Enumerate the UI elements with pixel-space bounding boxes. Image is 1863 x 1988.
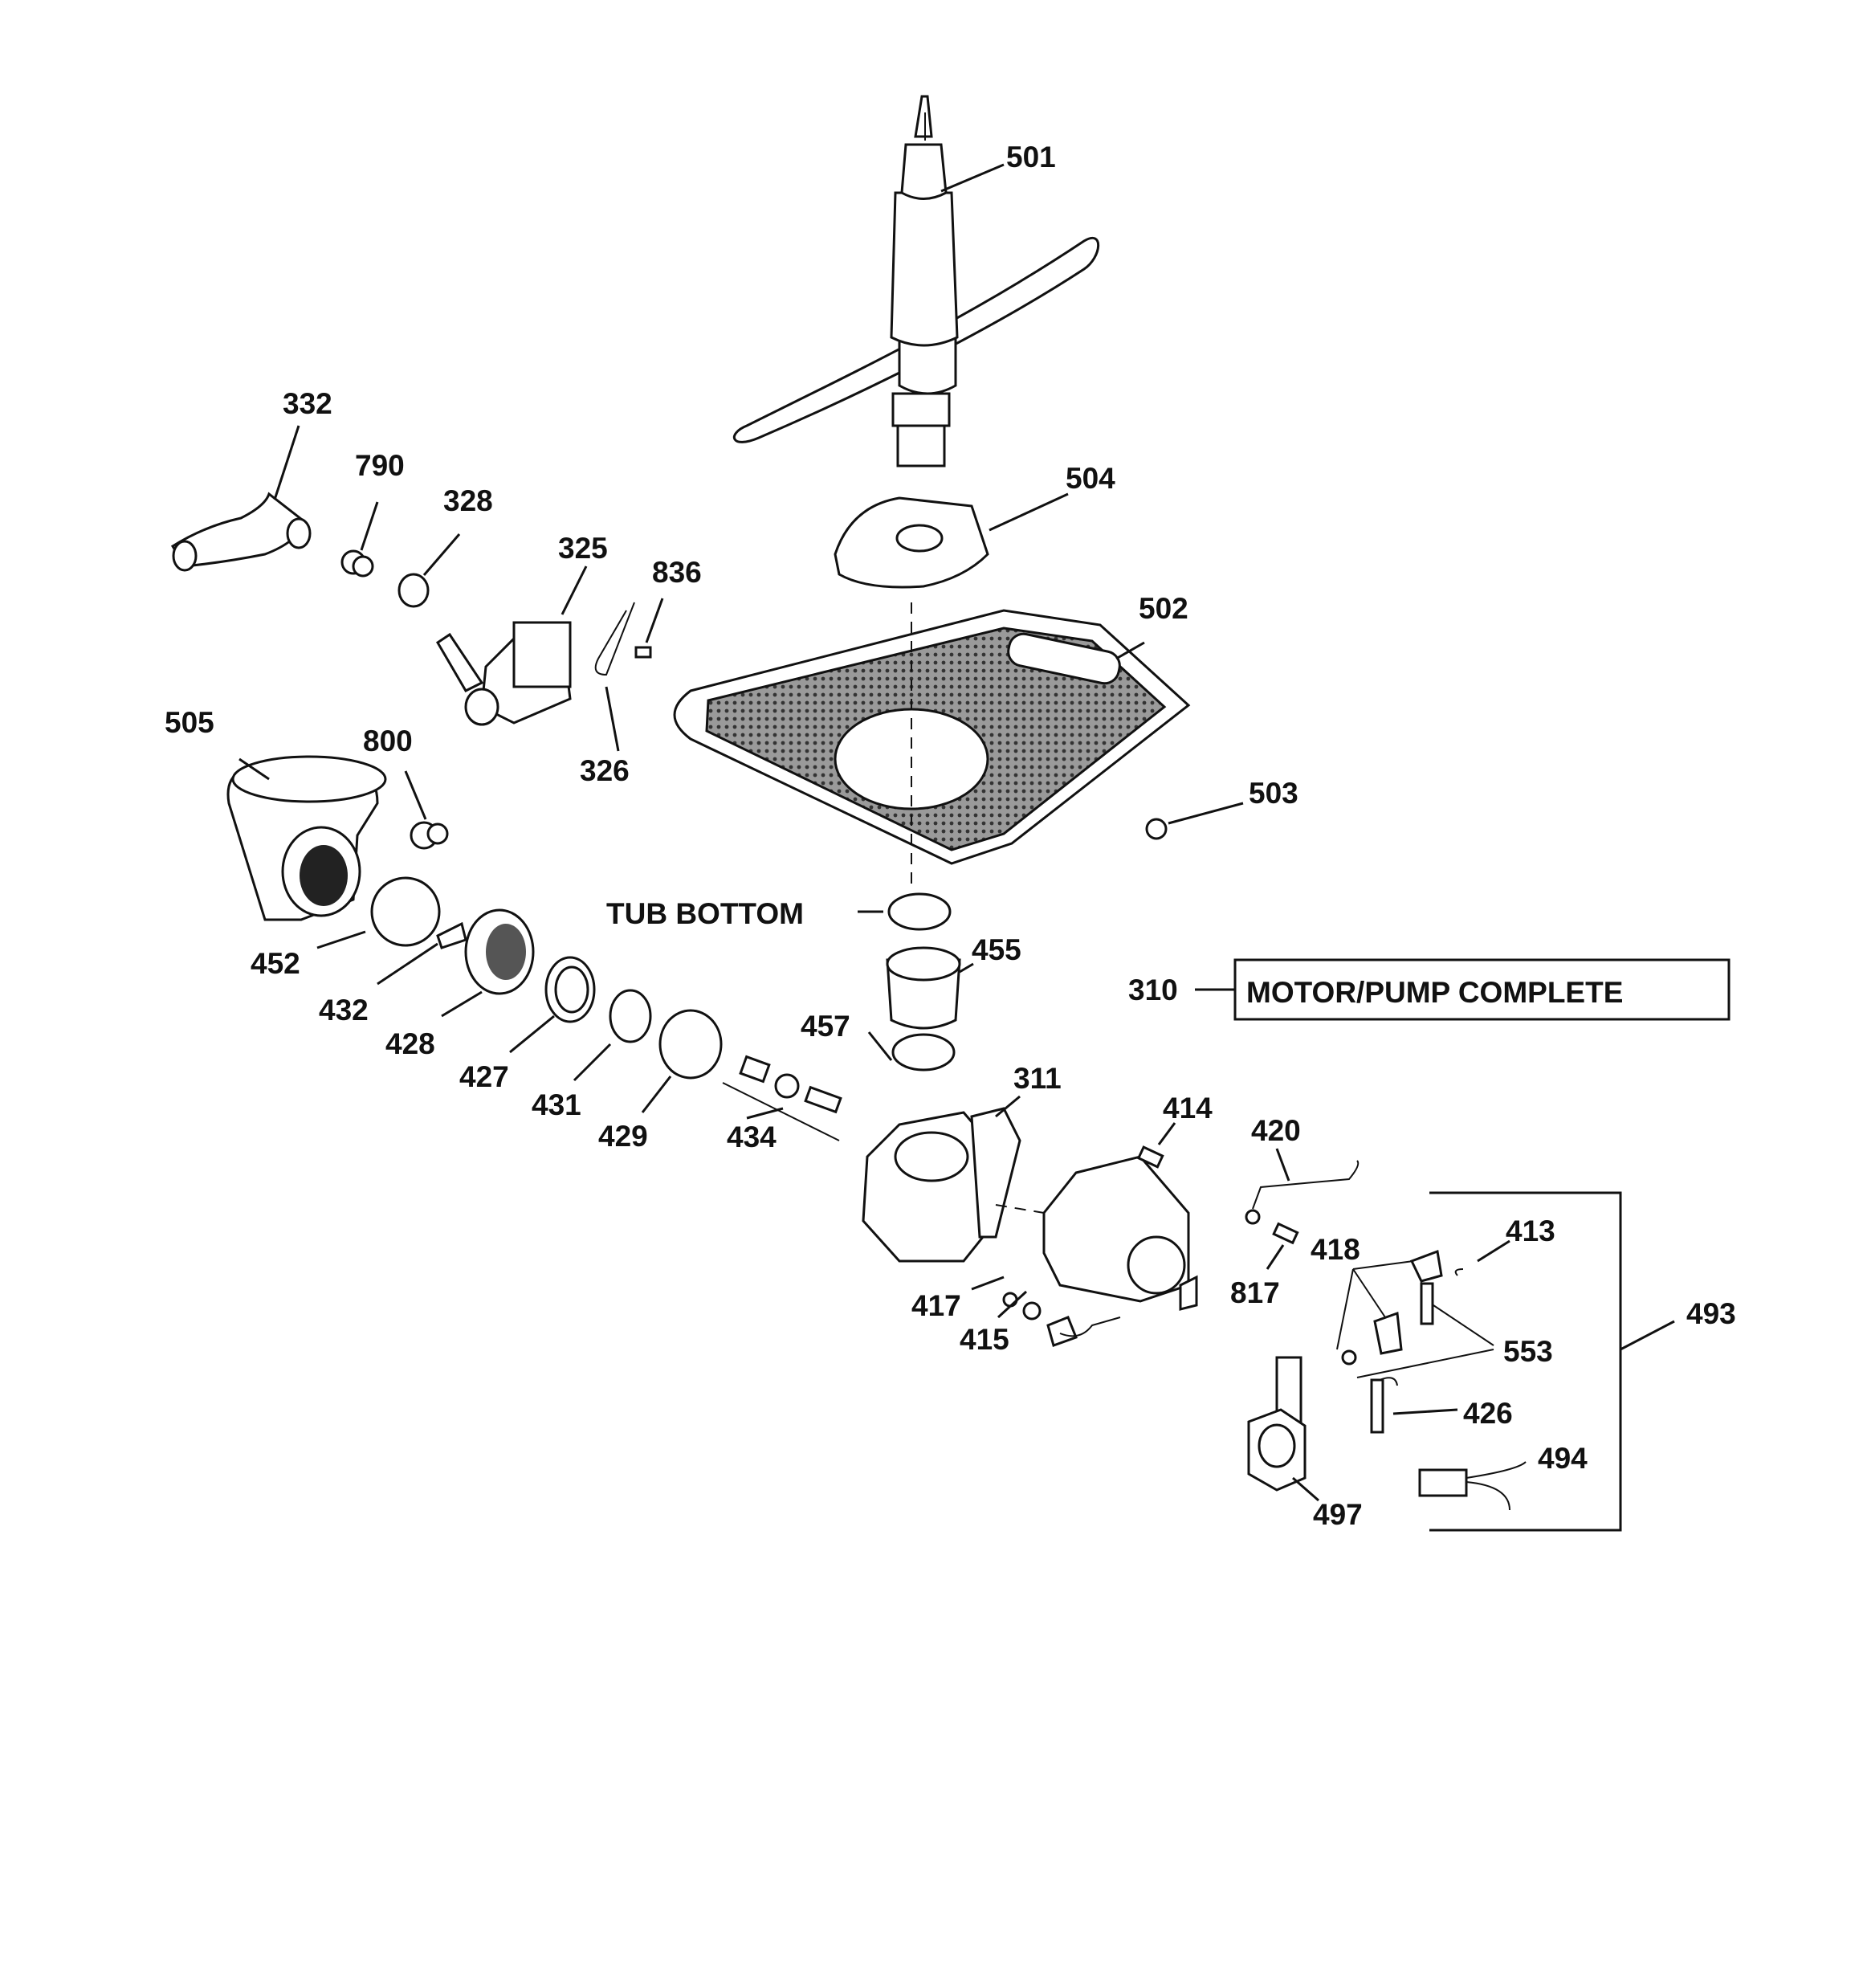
label-326: 326 <box>580 754 630 787</box>
label-325: 325 <box>558 532 608 565</box>
clamp-790 <box>340 501 379 578</box>
clamp-452 <box>316 876 441 949</box>
label-501: 501 <box>1006 141 1056 173</box>
spring-326 <box>594 602 635 752</box>
label-328: 328 <box>443 484 493 517</box>
valve-325 <box>435 565 588 726</box>
pump-housing-311 <box>862 1095 1021 1263</box>
spray-arm-501 <box>732 95 1100 467</box>
motor <box>995 1155 1198 1347</box>
motor-pump-box <box>1195 958 1731 1021</box>
clip-432 <box>377 921 467 986</box>
label-414: 414 <box>1163 1092 1213 1125</box>
label-413: 413 <box>1506 1214 1555 1247</box>
sump-505 <box>226 755 387 921</box>
label-432: 432 <box>319 994 369 1027</box>
label-836: 836 <box>652 556 702 589</box>
grommet-455 <box>886 946 974 1030</box>
label-457: 457 <box>801 1010 850 1043</box>
label-431: 431 <box>532 1088 581 1121</box>
pin-426 <box>1370 1377 1458 1434</box>
clamp-800 <box>404 770 449 850</box>
label-505: 505 <box>165 706 214 739</box>
screw-817 <box>1266 1222 1299 1270</box>
label-426: 426 <box>1463 1397 1513 1430</box>
parts-434 <box>722 1055 842 1141</box>
hose-332 <box>170 425 312 572</box>
parts-418 <box>1336 1249 1443 1365</box>
label-428: 428 <box>385 1027 435 1060</box>
label-420: 420 <box>1251 1114 1301 1147</box>
label-415: 415 <box>960 1323 1009 1356</box>
label-800: 800 <box>363 725 413 757</box>
connector-494 <box>1418 1461 1527 1511</box>
label-427: 427 <box>459 1060 509 1093</box>
label-429: 429 <box>598 1120 648 1153</box>
label-310: 310 <box>1128 974 1178 1006</box>
label-455: 455 <box>972 933 1021 966</box>
clamp-457 <box>867 1031 956 1072</box>
label-332: 332 <box>283 387 332 420</box>
label-311: 311 <box>1013 1062 1062 1095</box>
ring-328 <box>397 533 461 608</box>
label-504: 504 <box>1066 462 1115 495</box>
label-494: 494 <box>1538 1442 1588 1475</box>
ring-431 <box>573 989 652 1082</box>
impeller-429 <box>641 1009 723 1113</box>
label-503: 503 <box>1249 777 1298 810</box>
filter-screen-502 <box>673 602 1191 884</box>
rod-420 <box>1245 1148 1360 1225</box>
label-817: 817 <box>1230 1276 1280 1309</box>
screw-414 <box>1136 1122 1176 1169</box>
impeller-428 <box>441 908 535 1018</box>
label-452: 452 <box>251 947 300 980</box>
clip-413 <box>1454 1239 1510 1276</box>
washer-417 <box>971 1276 1018 1308</box>
label-418: 418 <box>1311 1233 1360 1266</box>
label-553: 553 <box>1503 1335 1553 1368</box>
part-labels: 501 504 502 503 332 790 328 325 836 326 … <box>165 141 1736 1531</box>
spring-553 <box>1356 1282 1494 1378</box>
label-493: 493 <box>1686 1297 1736 1330</box>
screw-836 <box>634 598 664 659</box>
label-790: 790 <box>355 449 405 482</box>
label-417: 417 <box>911 1289 961 1322</box>
label-434: 434 <box>727 1121 777 1153</box>
solenoid-497 <box>1247 1356 1319 1502</box>
label-502: 502 <box>1139 592 1188 625</box>
ring-427 <box>509 956 596 1054</box>
label-motor-pump-complete: MOTOR/PUMP COMPLETE <box>1246 976 1623 1009</box>
nut-503 <box>1145 802 1244 840</box>
label-tub-bottom: TUB BOTTOM <box>606 897 804 930</box>
cover-504 <box>834 492 1069 589</box>
nut-415 <box>997 1290 1042 1321</box>
kit-493-bracket <box>1429 1191 1675 1532</box>
label-497: 497 <box>1313 1498 1363 1531</box>
tub-bottom-seal <box>858 892 952 931</box>
